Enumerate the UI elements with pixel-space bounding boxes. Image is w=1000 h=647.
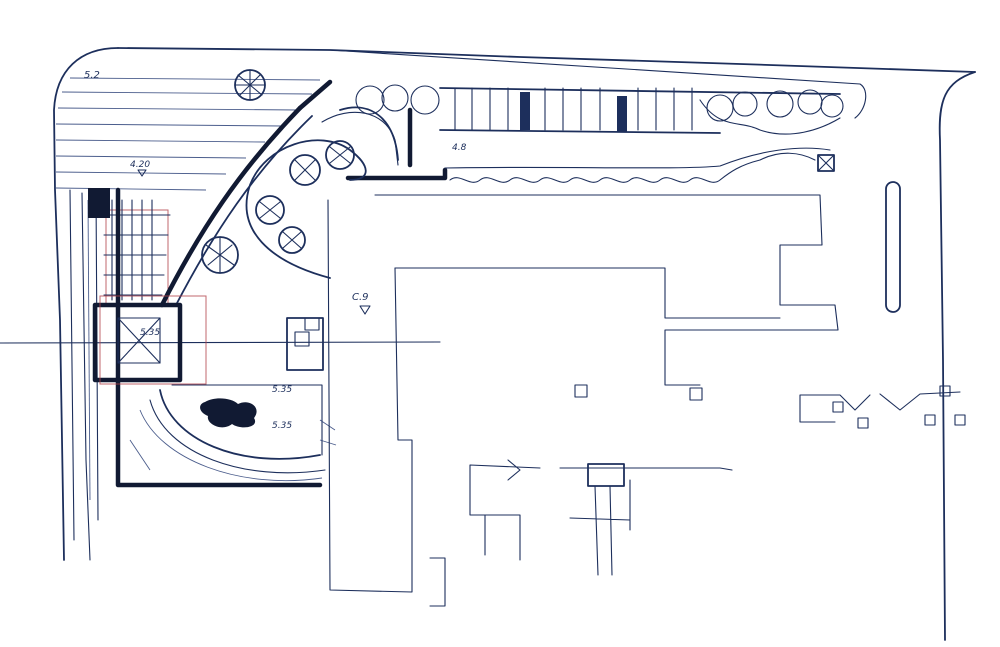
north-hedge — [444, 147, 831, 183]
site-boundary — [53, 47, 976, 641]
corner-level-label: 5.2 — [84, 70, 100, 81]
pavilion-level-label: 5.35 — [140, 328, 160, 338]
court-kiosk — [286, 317, 324, 371]
ne-kiosk — [817, 154, 835, 172]
level-annotations: 5.2 4.20 4.8 C.9 5.35 5.35 — [84, 70, 467, 431]
section-marker-label: C.9 — [352, 292, 369, 303]
heavy-walls — [88, 79, 448, 488]
building-footprint — [327, 194, 839, 607]
section-line — [0, 341, 441, 344]
pavilion: 5.35 — [92, 295, 207, 385]
east-pill — [885, 181, 901, 313]
pond — [200, 398, 257, 428]
west-level-label: 4.20 — [130, 160, 150, 170]
trellis-grid — [103, 199, 171, 306]
curved-planter — [245, 106, 399, 279]
corner-paving-bands — [55, 77, 321, 191]
curved-lawn — [129, 384, 337, 482]
lawn-level-a-label: 5.35 — [272, 385, 292, 395]
trees — [201, 69, 844, 274]
lawn-level-b-label: 5.35 — [272, 421, 292, 431]
north-pergola — [439, 87, 841, 135]
south-east-modules — [469, 384, 966, 576]
east-level-label: 4.8 — [452, 143, 467, 153]
